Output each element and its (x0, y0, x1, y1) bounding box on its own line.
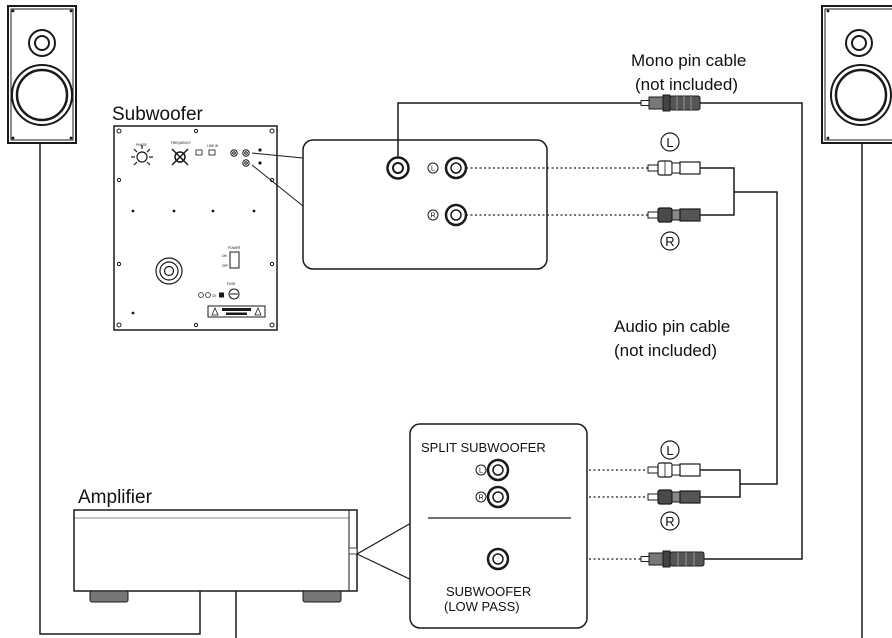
mono-cable-label-line2: (not included) (635, 75, 738, 94)
mono-plug-top-icon (640, 94, 701, 112)
right-input-jack-icon (444, 203, 468, 227)
phase-text: PHASE (136, 143, 147, 147)
split-subwoofer-label: SPLIT SUBWOOFER (421, 440, 546, 455)
amplifier-foot-icon (302, 590, 342, 603)
mono-cable-label-line1: Mono pin cable (631, 51, 746, 70)
woofer-icon (830, 64, 892, 126)
amplifier-callout-pointer (355, 518, 419, 584)
amplifier-unit (73, 509, 358, 603)
amplifier-foot-icon (89, 590, 129, 603)
speaker-wires (39, 143, 863, 638)
subwoofer-out-jack-icon (486, 547, 510, 571)
warning-label-icon (207, 305, 266, 318)
split-right-badge-text: R (478, 495, 483, 502)
left-speaker (7, 5, 77, 144)
fuse-icon (228, 288, 240, 300)
tweeter-icon (28, 29, 56, 57)
left-plug-bottom-icon (647, 462, 701, 478)
split-right-output-jack-icon (486, 485, 510, 509)
left-plug-top-icon (647, 160, 701, 176)
tweeter-icon (845, 29, 873, 57)
split-right-badge: R (475, 491, 487, 503)
left-channel-badge: L (427, 162, 439, 174)
subwoofer-out-label-line1: SUBWOOFER (446, 584, 531, 599)
mono-plug-bottom-icon (640, 550, 705, 568)
right-badge-text: R (430, 213, 435, 220)
power-switch-icon (229, 251, 240, 269)
subwoofer-inputs-callout: L R (302, 139, 548, 270)
phase-knob-icon (131, 145, 153, 166)
left-marker-bottom: L (660, 440, 680, 460)
line-in-text: LINE IN (207, 144, 219, 148)
mono-input-jack-icon (386, 156, 410, 180)
left-input-jack-icon (444, 156, 468, 180)
right-channel-badge: R (427, 209, 439, 221)
right-speaker (821, 5, 892, 144)
power-inlet-icon (155, 257, 183, 285)
right-marker-top-text: R (665, 234, 674, 249)
zoom-lines (251, 152, 304, 207)
right-plug-bottom-icon (647, 489, 701, 505)
frequency-knob-icon (171, 148, 189, 166)
audio-cable-label-line2: (not included) (614, 341, 717, 360)
subwoofer-out-label-line2: (LOW PASS) (444, 599, 520, 614)
certification-marks-icon: CE (198, 292, 224, 298)
right-plug-top-icon (647, 207, 701, 223)
ce-mark-text: CE (212, 294, 216, 298)
right-marker-bottom-text: R (665, 514, 674, 529)
audio-pin-cable (466, 160, 778, 505)
left-marker-bottom-text: L (666, 443, 673, 458)
subwoofer-panel: PHASE FREQUENCY LINE IN POWER ON OFF FUS… (113, 125, 278, 331)
power-on-text: ON (222, 254, 227, 258)
power-off-text: OFF (222, 264, 228, 268)
woofer-icon (11, 64, 73, 126)
right-marker-top: R (660, 231, 680, 251)
audio-cable-label-line1: Audio pin cable (614, 317, 730, 336)
mono-pin-cable (397, 94, 803, 568)
amplifier-label: Amplifier (78, 487, 153, 508)
left-badge-text: L (431, 166, 435, 173)
fuse-text: FUSE (227, 282, 236, 286)
subwoofer-label: Subwoofer (112, 104, 204, 125)
split-left-output-jack-icon (486, 458, 510, 482)
left-marker-top: L (660, 132, 680, 152)
left-marker-top-text: L (666, 135, 673, 150)
frequency-text: FREQUENCY (171, 141, 192, 145)
right-marker-bottom: R (660, 511, 680, 531)
split-left-badge: L (475, 464, 487, 476)
power-text: POWER (228, 246, 241, 250)
amplifier-outputs-callout: SPLIT SUBWOOFER L R SUBWOOFER (LOW PASS) (409, 423, 588, 629)
split-left-badge-text: L (479, 468, 483, 475)
